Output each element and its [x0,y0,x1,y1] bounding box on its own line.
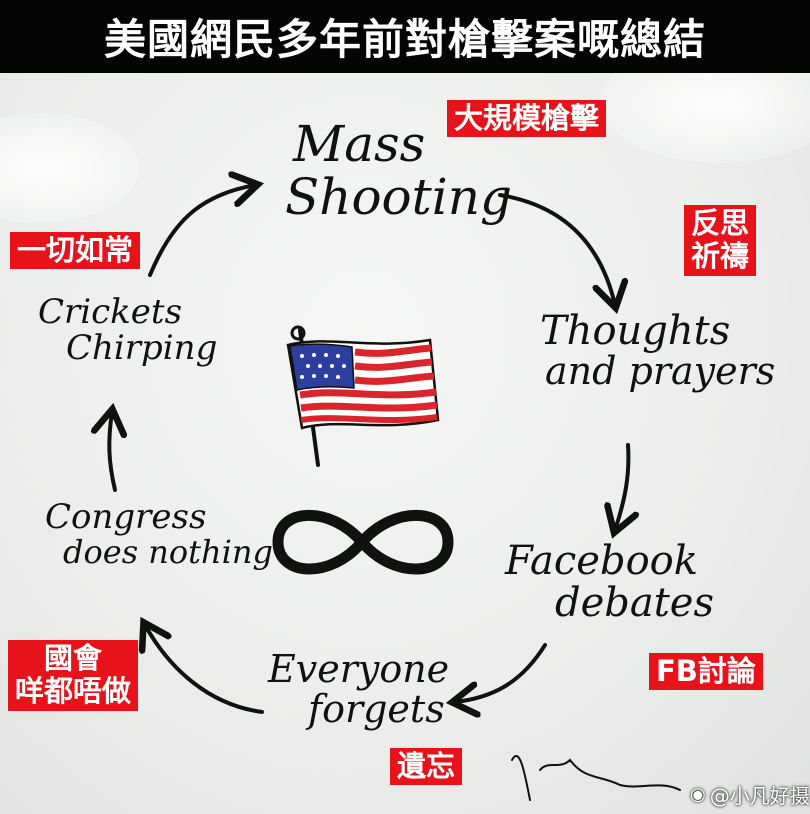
tag-mass-shooting: 大規模槍擊 [447,100,607,138]
us-flag-drawing [286,325,440,467]
node-thoughts-and-prayers: Thoughts and prayers [540,308,776,393]
tag-everyone-forgets: 遺忘 [390,748,463,786]
arrow-congress-to-crickets [109,412,115,492]
page-title: 美國網民多年前對槍擊案嘅總結 [0,0,810,73]
arrow-forgets-to-congress [145,625,264,714]
watermark: ◉ @小凡好摄 [690,780,810,809]
node-mass-shooting: Mass Shooting [285,115,512,226]
node-crickets-chirping: Crickets Chirping [38,292,218,368]
tag-crickets-chirping: 一切如常 [10,232,141,270]
arrow-shooting-to-thoughts [498,193,615,305]
arrow-facebook-to-forgets [455,643,547,702]
node-congress-does-nothing: Congress does nothing [45,497,273,571]
flag-cloth [286,338,440,430]
signature-scribble [511,755,681,801]
arrow-thoughts-to-facebook [615,443,628,530]
infinity-symbol [272,509,454,575]
tag-thoughts-and-prayers: 反思 祈禱 [684,205,757,276]
tag-facebook-debates: FB討論 [649,653,763,691]
tag-congress-does-nothing: 國會 咩都唔做 [8,640,139,711]
watermark-text: @小凡好摄 [709,784,810,808]
weibo-icon: ◉ [690,784,706,805]
whiteboard [0,73,810,814]
arrow-crickets-to-shooting [148,185,255,277]
node-everyone-forgets: Everyone forgets [268,647,450,731]
node-facebook-debates: Facebook debates [505,538,715,626]
